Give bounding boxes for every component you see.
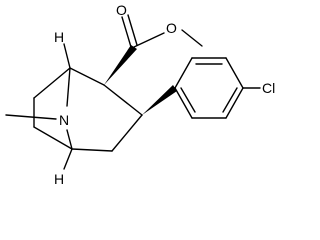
chlorophenyl-group <box>142 57 261 119</box>
bond-c1-c2 <box>69 67 105 86</box>
bond-c1-c7 <box>33 67 71 99</box>
ring-double-2 <box>222 87 238 113</box>
ring-bond-1 <box>174 57 193 89</box>
bond-c2-c3 <box>103 84 143 116</box>
bond-c3-c4 <box>111 114 143 152</box>
ring-bond-6 <box>174 87 193 119</box>
methyl-ester-group <box>104 14 203 85</box>
atom-carbonyl-oxygen: O <box>116 2 127 18</box>
ring-bond-4 <box>225 87 244 119</box>
bond-carbonyl-double-b <box>127 14 138 46</box>
atom-labels: O O N Cl H H <box>54 2 275 187</box>
tropane-core <box>5 43 143 170</box>
ring-double-3 <box>180 87 196 113</box>
bond-c6-c5 <box>33 126 73 150</box>
bond-n-methyl <box>5 114 57 120</box>
atom-hydrogen-top: H <box>54 29 64 45</box>
bond-c1-n <box>66 67 71 107</box>
atom-hydrogen-bottom: H <box>54 171 64 187</box>
ring-bond-3 <box>225 57 244 89</box>
bond-ester-o-methyl <box>181 29 203 47</box>
bond-c5-h <box>63 148 73 170</box>
bond-carbonyl-ester-o <box>133 32 165 48</box>
molecule-structure: O O N Cl H H <box>5 2 275 187</box>
bond-n-c5 <box>66 129 73 150</box>
atom-ester-oxygen: O <box>166 20 177 36</box>
atom-nitrogen: N <box>59 112 69 128</box>
bond-c1-h <box>63 43 71 69</box>
bond-c4-c5 <box>71 148 113 152</box>
bond-carbonyl-double-a <box>121 16 132 48</box>
wedge-c3-aryl <box>142 85 177 115</box>
atom-chlorine: Cl <box>262 80 275 96</box>
wedge-c2-carbonyl <box>104 45 137 85</box>
